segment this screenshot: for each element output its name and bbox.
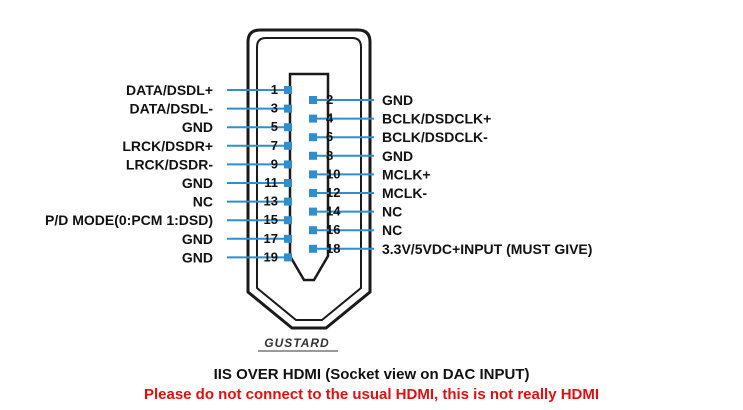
pin-13-number: 13 (264, 194, 278, 209)
pin-9-number: 9 (271, 156, 278, 171)
pin-19-label: GND (182, 249, 213, 265)
pin-3-number: 3 (271, 101, 278, 116)
pin-18-contact (309, 244, 317, 253)
pin-8-number: 8 (326, 148, 333, 163)
pin-3-label: DATA/DSDL- (130, 101, 214, 117)
pin-8-contact (309, 151, 317, 160)
pin-1-label: DATA/DSDL+ (126, 82, 213, 98)
pin-3-contact (284, 104, 292, 113)
pin-5-contact (284, 123, 292, 132)
pin-8-label: GND (382, 148, 413, 164)
pin-15-number: 15 (264, 212, 278, 227)
pin-5-number: 5 (271, 119, 278, 134)
pin-4-label: BCLK/DSDCLK+ (382, 111, 491, 127)
gustard-logo: GUSTARD (264, 336, 329, 350)
pin-17-number: 17 (264, 231, 278, 246)
pin-2-contact (309, 96, 317, 104)
pin-7-label: LRCK/DSDR+ (122, 138, 213, 154)
pin-7-contact (284, 141, 292, 150)
pin-5-label: GND (182, 119, 213, 135)
pin-13-contact (284, 197, 292, 206)
pin-12-contact (309, 189, 317, 197)
pin-4-contact (309, 114, 317, 123)
socket-outer-shell (246, 28, 372, 330)
pin-16-number: 16 (326, 222, 340, 237)
pin-15-contact (284, 216, 292, 225)
pin-12-number: 12 (326, 185, 340, 200)
left-pin-row: 1DATA/DSDL+3DATA/DSDL-5GND7LRCK/DSDR+9LR… (45, 82, 292, 265)
pin-9-label: LRCK/DSDR- (126, 156, 213, 172)
pin-10-contact (309, 170, 317, 179)
pin-19-number: 19 (264, 249, 278, 264)
pin-14-number: 14 (326, 204, 341, 219)
pin-10-number: 10 (326, 166, 340, 181)
pin-12-label: MCLK- (382, 185, 427, 201)
pin-15-label: P/D MODE(0:PCM 1:DSD) (45, 212, 213, 228)
pin-9-contact (284, 160, 292, 169)
pin-11-contact (284, 179, 292, 187)
pin-6-number: 6 (326, 129, 333, 144)
pin-14-contact (309, 207, 317, 216)
pin-17-label: GND (182, 231, 213, 247)
pin-1-contact (284, 86, 292, 94)
pin-19-contact (284, 253, 292, 262)
pin-7-number: 7 (271, 138, 278, 153)
pin-6-label: BCLK/DSDCLK- (382, 129, 488, 145)
pin-6-contact (309, 133, 317, 142)
pin-18-number: 18 (326, 241, 340, 256)
pin-4-number: 4 (326, 111, 334, 126)
socket-inner-shell (256, 37, 362, 321)
hdmi-pinout-diagram: 1DATA/DSDL+3DATA/DSDL-5GND7LRCK/DSDR+9LR… (45, 28, 592, 352)
pin-1-number: 1 (271, 82, 278, 97)
diagram-caption: IIS OVER HDMI (Socket view on DAC INPUT) (213, 366, 530, 383)
pin-18-label: 3.3V/5VDC+INPUT (MUST GIVE) (382, 241, 592, 257)
pin-2-label: GND (382, 92, 413, 108)
pin-14-label: NC (382, 204, 402, 220)
pin-11-label: GND (182, 175, 213, 191)
warning-caption: Please do not connect to the usual HDMI,… (143, 386, 600, 403)
pin-2-number: 2 (326, 92, 333, 107)
pin-13-label: NC (193, 194, 213, 210)
pin-11-number: 11 (264, 175, 278, 190)
pin-17-contact (284, 234, 292, 243)
pin-10-label: MCLK+ (382, 166, 431, 182)
pin-16-contact (309, 226, 317, 235)
pin-16-label: NC (382, 222, 402, 238)
